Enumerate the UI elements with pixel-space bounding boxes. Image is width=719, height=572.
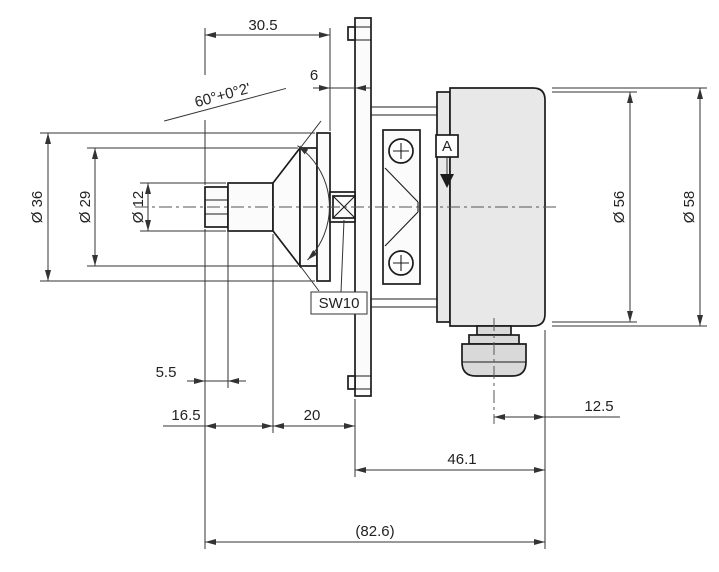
dim-46-1: 46.1 — [355, 451, 545, 473]
dia-36-text: Ø 36 — [29, 191, 46, 224]
dia-29-text: Ø 29 — [77, 191, 94, 224]
dim-6: 6 — [310, 67, 372, 91]
dia-58-text: Ø 58 — [681, 191, 698, 224]
dim-30-5: 30.5 — [205, 17, 330, 38]
dim-16-5-text: 16.5 — [171, 407, 200, 424]
dim-20: 20 — [273, 407, 355, 429]
dim-30-5-text: 30.5 — [248, 17, 277, 34]
extension-line-set — [40, 28, 707, 549]
sw10-frame — [310, 291, 368, 315]
dia-12-text: Ø 12 — [130, 191, 147, 224]
angle-text-leader — [164, 87, 287, 122]
dim-20-text: 20 — [304, 407, 321, 424]
dim-12-5: 12.5 — [494, 398, 620, 420]
dim-5-5-text: 5.5 — [156, 364, 177, 381]
bracket-slot-ticks — [355, 26, 371, 390]
bracket-top-slot — [347, 26, 356, 41]
angle-arc — [297, 145, 330, 261]
screw-top-cross-icon — [393, 143, 409, 159]
center-lines — [135, 206, 560, 424]
dia-56-text: Ø 56 — [611, 191, 628, 224]
dim-dia-56: Ø 56 — [611, 92, 633, 322]
dim-dia-29: Ø 29 — [77, 148, 98, 266]
extension-lines — [40, 28, 707, 549]
dim-dia-36: Ø 36 — [29, 133, 51, 281]
datum-a-text: A — [442, 138, 452, 155]
screw-bottom-cross-icon — [393, 255, 409, 271]
dim-82-6: (82.6) — [205, 523, 545, 545]
sw10-leader — [340, 219, 345, 293]
dim-82-6-text: (82.6) — [355, 523, 394, 540]
dim-46-1-text: 46.1 — [447, 451, 476, 468]
datum-symbol: A — [435, 134, 459, 188]
dim-5-5: 5.5 — [156, 364, 246, 384]
dim-6-text: 6 — [310, 67, 318, 84]
bracket-bottom-slot — [347, 375, 356, 390]
dim-16-5: 16.5 — [163, 407, 273, 429]
dim-dia-12: Ø 12 — [130, 183, 151, 231]
cone-angle-text: 60°+0°2' — [193, 80, 253, 111]
adapter-ring-lines — [371, 106, 437, 308]
callout-sw10: SW10 — [310, 219, 368, 315]
adapter-flange — [371, 106, 437, 308]
sw10-text: SW10 — [319, 295, 360, 312]
dim-12-5-text: 12.5 — [584, 398, 613, 415]
dim-dia-58: Ø 58 — [681, 88, 703, 326]
datum-triangle-icon — [440, 174, 454, 188]
hex-nut-flats — [205, 199, 228, 215]
